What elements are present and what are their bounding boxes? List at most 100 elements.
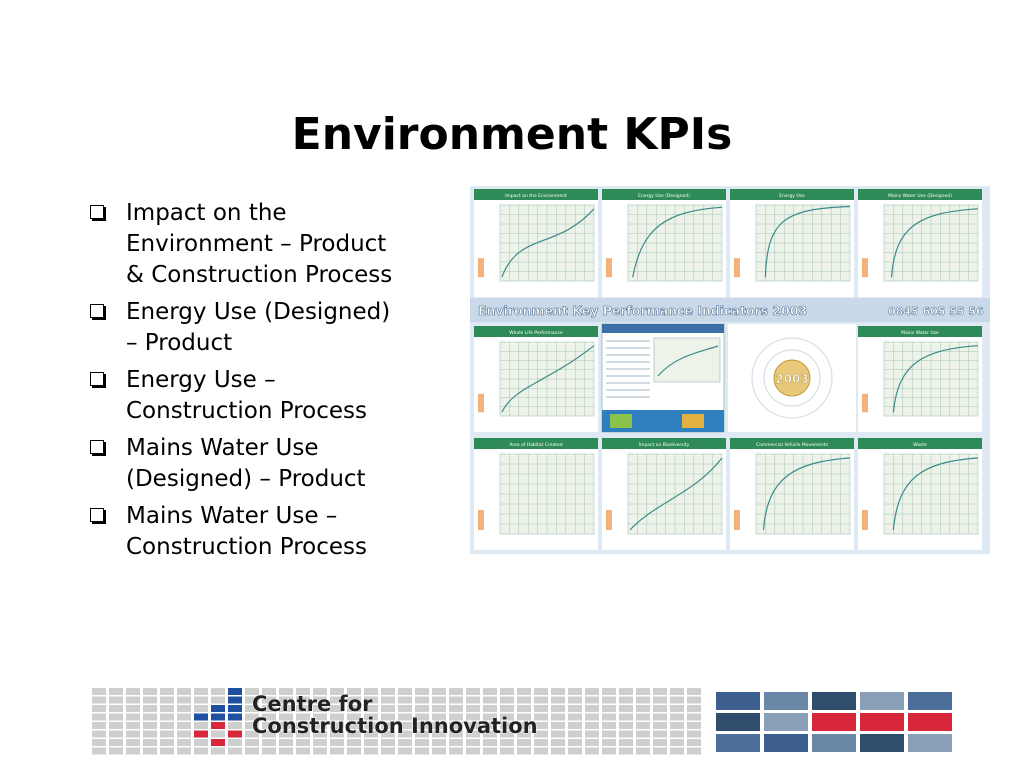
footer-tile	[245, 739, 259, 746]
poster-axis-marker	[734, 258, 740, 278]
footer-tile	[160, 696, 174, 704]
footer-tile	[653, 713, 667, 721]
footer-tile	[670, 747, 684, 755]
logo-text-line1: Centre for	[252, 692, 373, 716]
footer-tile	[568, 705, 582, 712]
footer-tile	[415, 739, 429, 746]
footer-tile	[92, 730, 106, 738]
footer-tile	[653, 688, 667, 695]
footer-tile	[568, 747, 582, 755]
footer-tile	[653, 730, 667, 738]
footer-tile	[432, 722, 446, 729]
footer-tile	[279, 705, 293, 712]
footer-tile	[483, 739, 497, 746]
poster-panel-curve	[501, 345, 595, 413]
footer-tile	[347, 722, 361, 729]
footer-tile	[449, 739, 463, 746]
footer-tile	[568, 713, 582, 721]
footer-tile	[194, 705, 208, 712]
footer-tile	[483, 747, 497, 755]
poster-panel-header	[474, 326, 598, 337]
footer-tile	[449, 713, 463, 721]
footer-tile	[126, 730, 140, 738]
footer-tile	[228, 722, 242, 729]
poster-panel-header	[858, 438, 982, 449]
footer-tile	[143, 688, 157, 695]
footer-tile	[551, 696, 565, 704]
footer-tile	[551, 722, 565, 729]
footer-tile	[500, 730, 514, 738]
footer-tile	[517, 705, 531, 712]
poster-panel-curve	[762, 457, 851, 531]
footer-tile	[296, 739, 310, 746]
footer-tile	[160, 705, 174, 712]
footer-tile	[381, 722, 395, 729]
footer-tile	[585, 705, 599, 712]
footer-tile	[500, 713, 514, 721]
footer-tile	[245, 713, 259, 721]
footer-tile	[381, 696, 395, 704]
footer-tile	[279, 739, 293, 746]
footer-tile	[483, 730, 497, 738]
footer-tile	[466, 705, 480, 712]
footer-tile	[126, 705, 140, 712]
footer-tile	[517, 713, 531, 721]
footer-tile	[534, 730, 548, 738]
footer-tile	[432, 688, 446, 695]
bullet-text: Mains Water Use – Construction Process	[126, 503, 368, 560]
footer-tile	[194, 730, 208, 738]
footer-tile	[398, 696, 412, 704]
footer-tile	[534, 739, 548, 746]
footer-tile	[109, 713, 123, 721]
footer-tile	[466, 713, 480, 721]
footer-tile	[568, 730, 582, 738]
footer-tile	[279, 722, 293, 729]
footer-tile	[245, 688, 259, 695]
footer-tile	[466, 722, 480, 729]
footer-tile	[92, 747, 106, 755]
footer-tile	[687, 747, 701, 755]
footer-tile	[619, 747, 633, 755]
footer-tile	[347, 739, 361, 746]
footer-tile	[262, 713, 276, 721]
footer-tile	[415, 696, 429, 704]
footer-tile	[636, 713, 650, 721]
footer-tile	[160, 730, 174, 738]
footer-tile	[619, 705, 633, 712]
footer-tile	[364, 713, 378, 721]
footer-tile	[483, 696, 497, 704]
footer-tile	[534, 705, 548, 712]
footer-tile	[347, 747, 361, 755]
poster-axis-marker	[478, 258, 484, 278]
footer-tile	[262, 722, 276, 729]
footer-photo-tile	[908, 692, 952, 710]
poster-panel-title: Energy Use	[779, 193, 805, 199]
footer-tile	[619, 713, 633, 721]
footer-tile	[245, 696, 259, 704]
footer-tile	[432, 739, 446, 746]
footer-tile	[143, 722, 157, 729]
poster-axis-marker	[862, 510, 868, 530]
footer-tile	[228, 730, 242, 738]
poster-panel-curve	[764, 205, 851, 278]
footer-tile	[160, 713, 174, 721]
poster-axis-marker	[734, 510, 740, 530]
footer-photo-tile	[812, 692, 856, 710]
footer-tile	[296, 722, 310, 729]
footer-tile	[177, 730, 191, 738]
footer-tile	[551, 713, 565, 721]
footer-tile	[245, 747, 259, 755]
footer-tile	[551, 747, 565, 755]
poster-panel-title: Energy Use (Designed)	[638, 193, 690, 199]
footer-tile	[364, 739, 378, 746]
footer-tile	[211, 730, 225, 738]
footer-tile	[330, 739, 344, 746]
footer-tile	[602, 688, 616, 695]
footer-tile	[653, 696, 667, 704]
footer-tile	[228, 688, 242, 695]
footer-tile	[262, 739, 276, 746]
footer-tile	[602, 730, 616, 738]
footer-tile	[432, 747, 446, 755]
cci-footer-banner: Centre for Construction Innovation	[92, 688, 954, 756]
footer-tile	[517, 688, 531, 695]
